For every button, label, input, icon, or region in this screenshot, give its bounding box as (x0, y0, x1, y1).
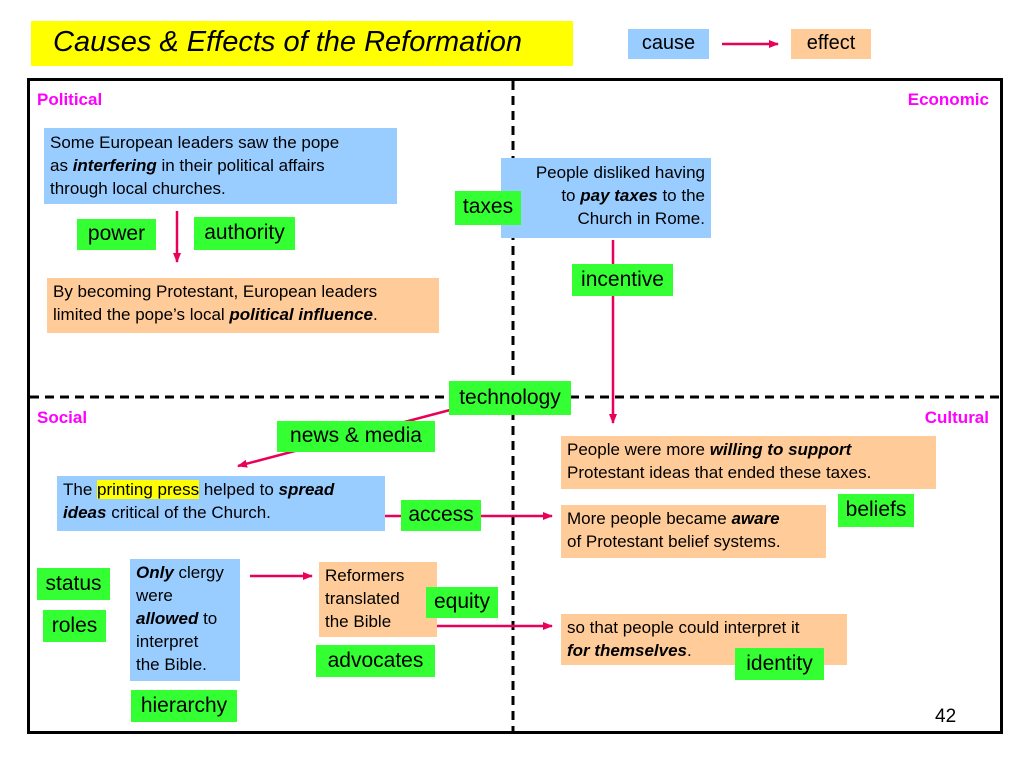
quadrant-label-political: Political (37, 90, 103, 109)
tag-hierarchy: hierarchy (131, 690, 237, 722)
cultural-support-box: People were more willing to support Prot… (561, 436, 936, 489)
quadrant-label-economic: Economic (907, 90, 989, 109)
quadrant-frame (27, 78, 1003, 734)
tag-news-media: news & media (277, 421, 435, 452)
tag-taxes: taxes (455, 191, 521, 225)
social-clergy-box: Only clergy were allowed to interpret th… (130, 559, 240, 681)
social-press-box: The printing press helped to spread idea… (57, 476, 385, 531)
tag-power: power (77, 219, 156, 250)
tag-authority: authority (194, 217, 295, 250)
tag-roles: roles (43, 610, 106, 642)
quadrant-label-social: Social (37, 408, 88, 427)
page-number: 42 (935, 706, 957, 727)
tag-technology: technology (449, 381, 571, 415)
tag-identity: identity (735, 648, 824, 680)
legend-cause: cause (628, 29, 709, 59)
political-effect-box: By becoming Protestant, European leaders… (47, 278, 439, 333)
tag-beliefs: beliefs (838, 494, 914, 527)
slide-title: Causes & Effects of the Reformation (31, 21, 573, 66)
tag-status: status (37, 568, 110, 600)
cultural-aware-box: More people became aware of Protestant b… (561, 505, 826, 558)
tag-equity: equity (426, 587, 498, 618)
tag-access: access (401, 500, 481, 531)
tag-incentive: incentive (572, 264, 673, 296)
quadrant-label-cultural: Cultural (924, 408, 989, 427)
social-reformers-box: Reformers translated the Bible (319, 562, 437, 637)
political-cause-box: Some European leaders saw the pope as in… (44, 128, 397, 204)
tag-advocates: advocates (316, 645, 435, 677)
legend-effect: effect (791, 29, 871, 59)
economic-cause-box: People disliked having to pay taxes to t… (501, 158, 711, 238)
